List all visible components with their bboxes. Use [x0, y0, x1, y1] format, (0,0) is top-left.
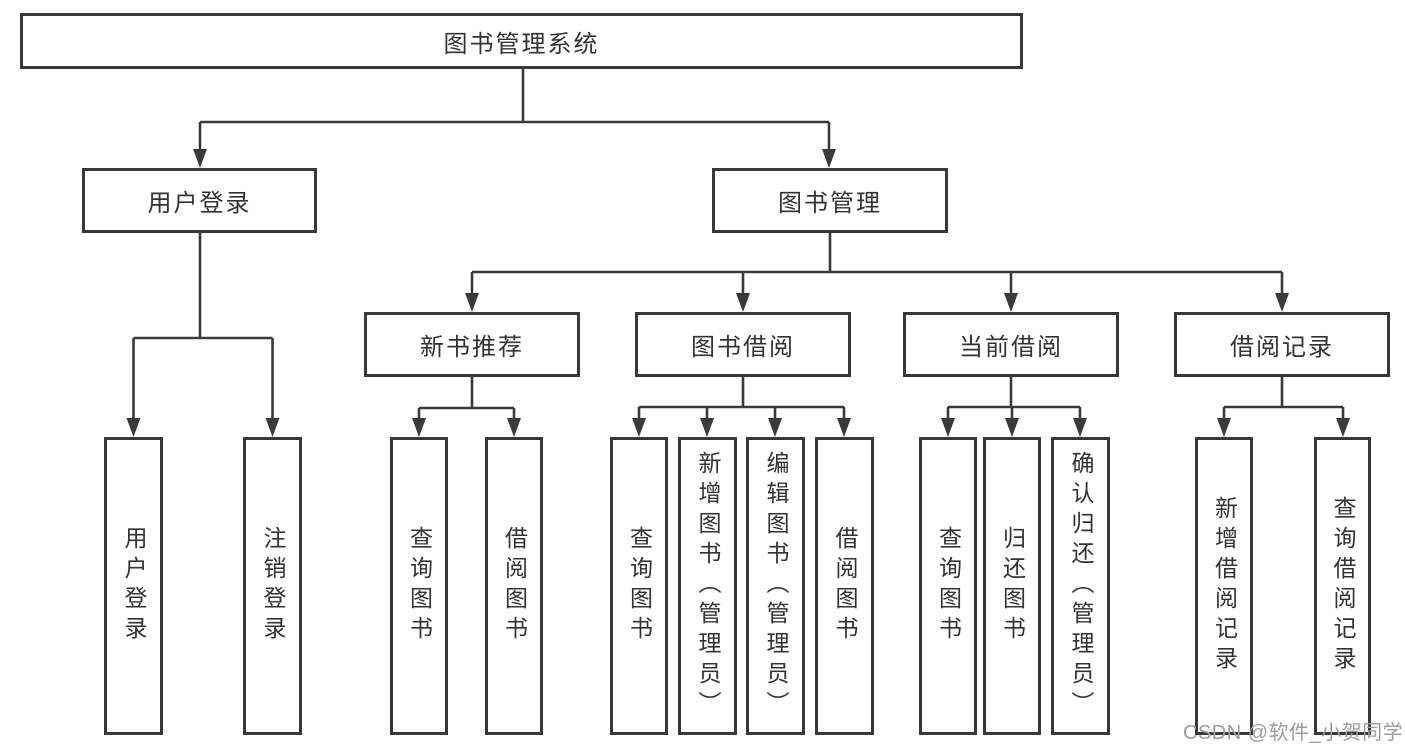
leaf-confirm-return-admin: 确认归还（管理员） — [1051, 437, 1110, 735]
leaf-query-borrow-record-label: 查询借阅记录 — [1330, 496, 1356, 676]
node-book-borrowing: 图书借阅 — [635, 312, 851, 377]
leaf-borrow-books-newrec-label: 借阅图书 — [501, 526, 528, 646]
branch-current-borrow-to-leaves — [941, 377, 1087, 437]
leaf-add-books-admin-label: 新增图书（管理员） — [695, 451, 721, 721]
leaf-query-books-newrec: 查询图书 — [390, 437, 448, 735]
node-current-borrowing: 当前借阅 — [903, 312, 1119, 377]
leaf-query-books-current: 查询图书 — [919, 437, 977, 735]
node-user-login: 用户登录 — [82, 168, 317, 233]
csdn-watermark: CSDN @软件_小贺同学 — [1183, 722, 1404, 744]
branch-book-mgmt-to-level3 — [465, 233, 1289, 312]
leaf-query-books-borrow-label: 查询图书 — [626, 526, 653, 646]
node-book-management: 图书管理 — [712, 168, 948, 233]
branch-root-to-level2 — [193, 69, 836, 168]
leaf-query-books-borrow: 查询图书 — [610, 437, 668, 735]
leaf-borrow-books-newrec: 借阅图书 — [485, 437, 543, 735]
leaf-logout-label: 注销登录 — [260, 526, 286, 646]
branch-borrow-record-to-leaves — [1217, 377, 1350, 437]
leaf-borrow-books: 借阅图书 — [815, 437, 874, 735]
branch-book-borrow-to-leaves — [632, 377, 851, 437]
leaf-borrow-books-label: 借阅图书 — [832, 526, 858, 646]
leaf-query-books-current-label: 查询图书 — [935, 526, 962, 646]
leaf-return-books: 归还图书 — [983, 437, 1041, 735]
leaf-query-books-newrec-label: 查询图书 — [406, 526, 433, 646]
leaf-edit-books-admin-label: 编辑图书（管理员） — [763, 451, 789, 721]
node-new-book-recommend: 新书推荐 — [364, 312, 580, 377]
leaf-add-borrow-record: 新增借阅记录 — [1195, 437, 1253, 735]
leaf-return-books-label: 归还图书 — [999, 526, 1026, 646]
leaf-logout: 注销登录 — [243, 437, 302, 735]
branch-new-book-to-leaves — [412, 377, 521, 437]
leaf-edit-books-admin: 编辑图书（管理员） — [746, 437, 805, 735]
branch-user-login-to-leaves — [126, 233, 280, 437]
leaf-add-books-admin: 新增图书（管理员） — [678, 437, 737, 735]
leaf-add-borrow-record-label: 新增借阅记录 — [1211, 496, 1238, 676]
leaf-query-borrow-record: 查询借阅记录 — [1314, 437, 1371, 735]
leaf-user-login: 用户登录 — [104, 437, 163, 735]
leaf-user-login-label: 用户登录 — [121, 526, 147, 646]
leaf-confirm-return-admin-label: 确认归还（管理员） — [1068, 451, 1094, 721]
node-system-root: 图书管理系统 — [20, 13, 1023, 69]
node-borrowing-records: 借阅记录 — [1174, 312, 1390, 377]
